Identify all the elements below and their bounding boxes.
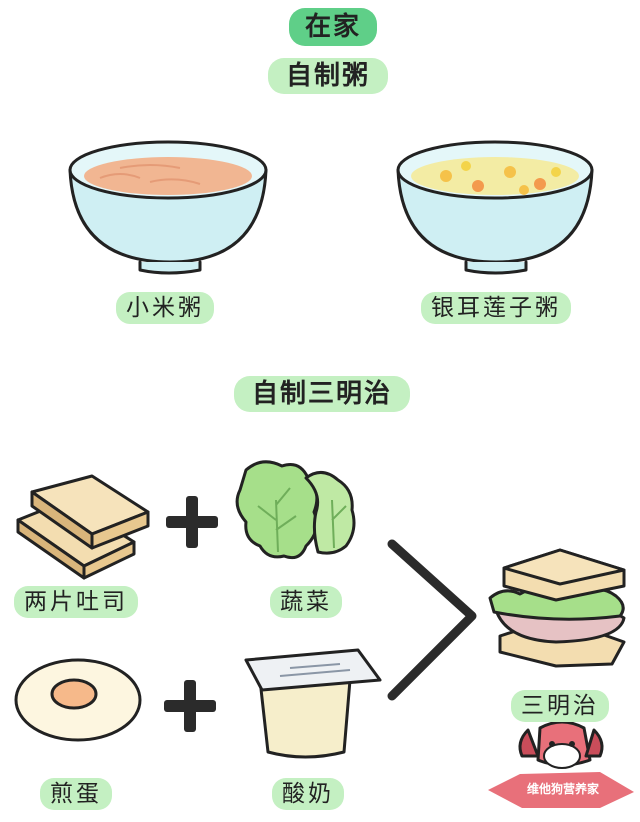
yogurt-cup-icon — [244, 648, 382, 759]
header-title: 在家 — [288, 8, 378, 46]
lettuce-leaves-icon — [235, 460, 356, 560]
sandwich-icon — [488, 548, 626, 668]
plus-operator-top-icon — [166, 496, 218, 548]
lotus-seed-porridge-bowl-icon — [396, 140, 594, 275]
ingredient-label-yogurt: 酸奶 — [272, 778, 344, 810]
combine-arrow-icon — [387, 539, 477, 701]
millet-porridge-bowl-icon — [68, 140, 268, 275]
ingredient-label-egg: 煎蛋 — [40, 778, 112, 810]
result-label-sandwich: 三明治 — [511, 690, 609, 722]
brand-logo-text: 维他狗营养家 — [526, 782, 599, 796]
brand-logo-mascot-icon — [488, 720, 634, 808]
plus-operator-bottom-icon — [164, 680, 216, 732]
toast-slices-icon — [16, 474, 150, 580]
porridge-section-title: 自制粥 — [267, 58, 389, 94]
fried-egg-icon — [14, 658, 142, 742]
ingredient-label-vegetable: 蔬菜 — [270, 586, 342, 618]
porridge-label-millet: 小米粥 — [116, 292, 214, 324]
ingredient-label-toast: 两片吐司 — [14, 586, 138, 618]
porridge-label-lotus-seed: 银耳莲子粥 — [421, 292, 571, 324]
sandwich-section-title: 自制三明治 — [233, 376, 411, 412]
